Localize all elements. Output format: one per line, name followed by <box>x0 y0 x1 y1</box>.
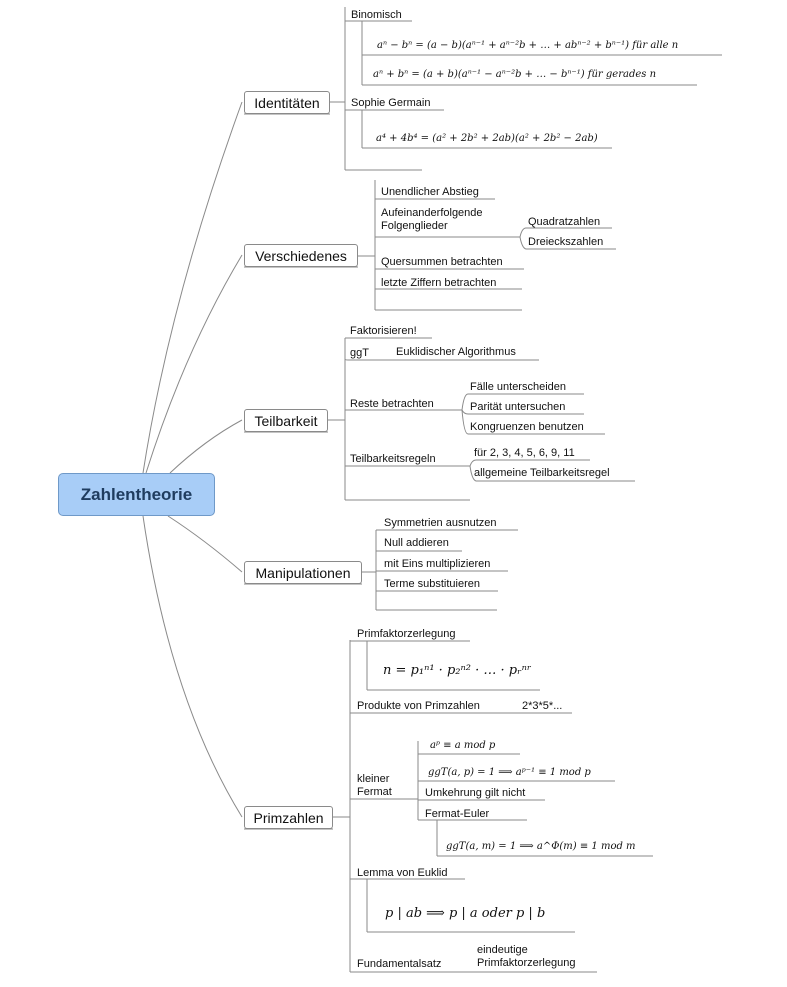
node-quadratzahlen[interactable]: Quadratzahlen <box>528 216 601 228</box>
node-reste-betrachten[interactable]: Reste betrachten <box>350 398 434 410</box>
node-regeln-zahlen[interactable]: für 2, 3, 4, 5, 6, 9, 11 <box>474 447 575 459</box>
node-allgemeine-teilbarkeitsregel[interactable]: allgemeine Teilbarkeitsregel <box>474 467 610 479</box>
node-kleiner-fermat[interactable]: kleiner Fermat <box>357 773 392 798</box>
formula-sophie-germain: a⁴ + 4b⁴ = (a² + 2b² + 2ab)(a² + 2b² − 2… <box>376 133 598 144</box>
node-produkte-beispiel[interactable]: 2*3*5*... <box>522 700 563 712</box>
node-symmetrien[interactable]: Symmetrien ausnutzen <box>384 517 497 529</box>
node-paritaet-untersuchen[interactable]: Parität untersuchen <box>470 401 566 413</box>
connector-line <box>461 409 605 435</box>
connector-line <box>469 459 590 467</box>
node-aufeinanderfolgende-folgenglieder[interactable]: Aufeinanderfolgende Folgenglieder <box>381 207 483 232</box>
node-binomisch[interactable]: Binomisch <box>351 9 402 21</box>
node-fundamentalsatz-text[interactable]: eindeutige Primfaktorzerlegung <box>477 944 576 969</box>
formula-fermat-1: aᵖ ≡ a mod p <box>430 740 496 751</box>
node-null-addieren[interactable]: Null addieren <box>384 537 449 549</box>
node-eins-multiplizieren[interactable]: mit Eins multiplizieren <box>384 558 491 570</box>
root-node-zahlentheorie[interactable]: Zahlentheorie <box>58 473 215 516</box>
node-unendlicher-abstieg[interactable]: Unendlicher Abstieg <box>381 186 479 198</box>
node-dreieckszahlen[interactable]: Dreieckszahlen <box>528 236 604 248</box>
connector-line <box>344 358 539 361</box>
branch-verschiedenes[interactable]: Verschiedenes <box>244 244 358 267</box>
node-umkehrung[interactable]: Umkehrung gilt nicht <box>425 787 526 799</box>
formula-lemma-euklid: p | ab ⟹ p | a oder p | b <box>385 906 546 921</box>
branch-identitaeten[interactable]: Identitäten <box>244 91 330 114</box>
node-produkte-primzahlen[interactable]: Produkte von Primzahlen <box>357 700 480 712</box>
formula-binomisch-sum: aⁿ + bⁿ = (a + b)(aⁿ⁻¹ − aⁿ⁻²b + … − bⁿ⁻… <box>373 69 657 80</box>
formula-fermat-euler: ggT(a, m) = 1 ⟹ a^Φ(m) ≡ 1 mod m <box>446 841 636 852</box>
node-teilbarkeitsregeln[interactable]: Teilbarkeitsregeln <box>350 453 436 465</box>
branch-manipulationen[interactable]: Manipulationen <box>244 561 362 584</box>
connector-line <box>519 227 612 238</box>
node-sophie-germain[interactable]: Sophie Germain <box>351 97 431 109</box>
formula-binomisch-diff: aⁿ − bⁿ = (a − b)(aⁿ⁻¹ + aⁿ⁻²b + … + abⁿ… <box>377 40 679 51</box>
node-faktorisieren[interactable]: Faktorisieren! <box>350 325 417 337</box>
node-euklidischer-algorithmus[interactable]: Euklidischer Algorithmus <box>396 346 516 358</box>
node-ggt[interactable]: ggT <box>350 347 369 359</box>
connector-line <box>167 515 243 573</box>
branch-primzahlen[interactable]: Primzahlen <box>244 806 333 829</box>
connector-line <box>142 515 243 818</box>
connector-line <box>142 101 243 474</box>
node-faelle-unterscheiden[interactable]: Fälle unterscheiden <box>470 381 567 393</box>
node-fundamentalsatz[interactable]: Fundamentalsatz <box>357 958 442 970</box>
connector-line <box>519 236 616 250</box>
node-terme-substituieren[interactable]: Terme substituieren <box>384 578 480 590</box>
node-fermat-euler[interactable]: Fermat-Euler <box>425 808 490 820</box>
node-primfaktorzerlegung[interactable]: Primfaktorzerlegung <box>357 628 456 640</box>
node-quersummen[interactable]: Quersummen betrachten <box>381 256 503 268</box>
connector-line <box>461 393 584 411</box>
connector-line <box>145 254 243 474</box>
branch-teilbarkeit[interactable]: Teilbarkeit <box>244 409 328 432</box>
connector-line <box>169 419 243 474</box>
formula-primfaktorzerlegung: n = p₁ⁿ¹ · p₂ⁿ² · … · pᵣⁿʳ <box>383 663 532 678</box>
formula-fermat-2: ggT(a, p) = 1 ⟹ aᵖ⁻¹ ≡ 1 mod p <box>428 767 591 778</box>
node-kongruenzen-benutzen[interactable]: Kongruenzen benutzen <box>470 421 584 433</box>
node-lemma-euklid[interactable]: Lemma von Euklid <box>357 867 448 879</box>
node-letzte-ziffern[interactable]: letzte Ziffern betrachten <box>381 277 497 289</box>
connector-line <box>469 465 635 482</box>
